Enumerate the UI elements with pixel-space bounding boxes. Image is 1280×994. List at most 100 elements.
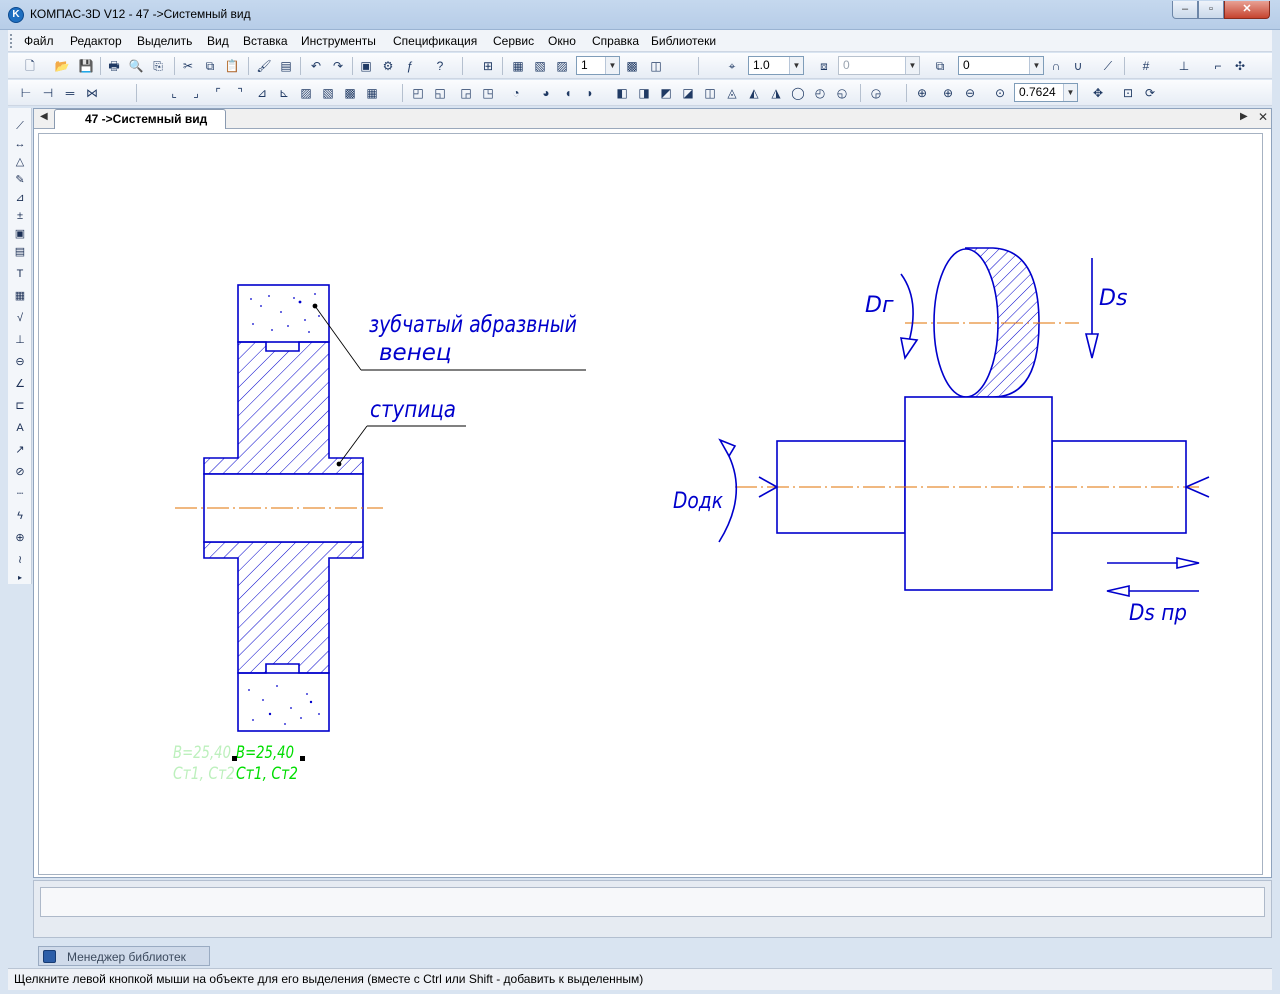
fragment-icon[interactable]: ◰ bbox=[412, 86, 424, 100]
scale-icon[interactable]: ◔ bbox=[512, 86, 520, 100]
view-icon[interactable]: ▦ bbox=[512, 59, 524, 73]
explode-icon[interactable]: ◮ bbox=[771, 86, 781, 100]
manager-icon[interactable]: ▣ bbox=[360, 59, 372, 73]
tolerance-icon[interactable]: ∠ bbox=[15, 378, 25, 390]
variables-icon[interactable]: ⚙ bbox=[382, 59, 394, 73]
label-crown-line2[interactable]: венец bbox=[379, 340, 452, 366]
selected-text-b[interactable]: B=25,40 bbox=[236, 743, 294, 763]
deform-icon[interactable]: ◗ bbox=[586, 86, 594, 100]
menu-select[interactable]: Выделить bbox=[137, 34, 193, 48]
parametrization-icon[interactable]: ⊿ bbox=[15, 192, 25, 204]
maximize-button[interactable]: ▫ bbox=[1198, 1, 1224, 19]
move-icon[interactable]: ◲ bbox=[460, 86, 472, 100]
workpiece[interactable] bbox=[776, 396, 1187, 591]
refresh-icon[interactable]: ⟳ bbox=[1144, 86, 1156, 100]
library-manager-tab[interactable]: Менеджер библиотек bbox=[38, 946, 210, 966]
arrow-view-icon[interactable]: A bbox=[16, 422, 24, 434]
grid-snap-icon[interactable]: ⌖ bbox=[728, 59, 736, 73]
state-icon[interactable]: ⧈ bbox=[820, 59, 828, 73]
axis-line-icon[interactable]: ┄ bbox=[16, 488, 24, 500]
save-icon[interactable]: 💾 bbox=[78, 59, 94, 73]
menu-tools[interactable]: Инструменты bbox=[301, 34, 376, 48]
tab-scroll-right-icon[interactable]: ▶ bbox=[1240, 111, 1248, 122]
ortho-icon[interactable]: ⟋ bbox=[1103, 59, 1113, 73]
dimension-chain-icon[interactable]: ⊣ bbox=[42, 86, 54, 100]
select-icon[interactable]: ◶ bbox=[870, 86, 882, 100]
chamfer-icon[interactable]: ◪ bbox=[682, 86, 694, 100]
base-icon[interactable]: ⊥ bbox=[15, 334, 25, 346]
feed-ds-arrow[interactable] bbox=[1084, 258, 1100, 359]
undo-icon[interactable]: ↶ bbox=[310, 59, 322, 73]
ortho-mode-icon[interactable]: ⌐ bbox=[1214, 59, 1222, 73]
hatch-boundary-icon[interactable]: ▩ bbox=[344, 86, 356, 100]
offset-icon[interactable]: ◭ bbox=[749, 86, 759, 100]
trim-icon[interactable]: ◧ bbox=[616, 86, 628, 100]
dimensions-icon[interactable]: ↔ bbox=[14, 138, 26, 150]
help-pointer-icon[interactable]: ? bbox=[436, 59, 444, 73]
hub-lower[interactable] bbox=[203, 541, 364, 674]
minimize-button[interactable]: ‒ bbox=[1172, 1, 1198, 19]
view-state-icon[interactable]: ◫ bbox=[650, 59, 662, 73]
leader-crown[interactable] bbox=[314, 305, 586, 371]
dimension-angle-icon[interactable]: ⋈ bbox=[86, 86, 98, 100]
point-icon[interactable]: ⌞ bbox=[171, 86, 177, 100]
view-new-icon[interactable]: ▧ bbox=[534, 59, 546, 73]
wave-line-icon[interactable]: ≀ bbox=[17, 554, 23, 566]
extend-icon[interactable]: ◨ bbox=[638, 86, 650, 100]
menu-specification[interactable]: Спецификация bbox=[393, 34, 478, 48]
properties-icon[interactable]: ▤ bbox=[280, 59, 292, 73]
zoom-out-icon[interactable]: ⊖ bbox=[964, 86, 976, 100]
expand-panel-icon[interactable]: ▸ bbox=[17, 573, 22, 582]
point-curve-icon[interactable]: ⌟ bbox=[193, 86, 199, 100]
zoom-in-icon[interactable]: ⊕ bbox=[942, 86, 954, 100]
tab-scroll-left-icon[interactable]: ◀ bbox=[40, 111, 48, 122]
hatch-fill-icon[interactable]: ▧ bbox=[322, 86, 334, 100]
text-icon[interactable]: T bbox=[16, 268, 24, 280]
feed-ds-pr-arrows[interactable] bbox=[1106, 556, 1200, 598]
scale-combo[interactable]: 1.0▼ bbox=[748, 56, 804, 75]
print-preview-icon[interactable]: 🔍 bbox=[128, 59, 144, 73]
selection-handle-left[interactable] bbox=[232, 756, 237, 761]
format-painter-icon[interactable]: 🖌 bbox=[256, 59, 272, 73]
measure-area-icon[interactable]: ◵ bbox=[836, 86, 848, 100]
view-select-icon[interactable]: ▨ bbox=[556, 59, 568, 73]
break-icon[interactable]: ◫ bbox=[704, 86, 716, 100]
point-tangent-icon[interactable]: ⌝ bbox=[237, 86, 243, 100]
copy-along-icon[interactable]: ◖ bbox=[564, 86, 572, 100]
copy-icon[interactable]: ⧉ bbox=[205, 59, 215, 73]
dimension-base-icon[interactable]: ═ bbox=[65, 86, 75, 100]
measure-panel-icon[interactable]: ± bbox=[16, 210, 24, 222]
redo-icon[interactable]: ↷ bbox=[332, 59, 344, 73]
abrasive-crown-top[interactable] bbox=[237, 284, 330, 343]
label-crown-line1[interactable]: зубчатый абразвный bbox=[369, 312, 577, 338]
hatch-icon[interactable]: ▨ bbox=[300, 86, 312, 100]
grid-icon[interactable]: # bbox=[1142, 59, 1150, 73]
tab-system-view[interactable]: 47 ->Системный вид bbox=[54, 109, 226, 129]
abrasive-crown-bottom[interactable] bbox=[237, 672, 330, 732]
menu-view[interactable]: Вид bbox=[207, 34, 229, 48]
drawing-canvas[interactable]: зубчатый абразвный венец ступица B=25,40… bbox=[38, 133, 1263, 875]
center-mark-icon[interactable]: ⊕ bbox=[15, 532, 25, 544]
layer-icon[interactable]: ⧉ bbox=[935, 59, 945, 73]
paste-icon[interactable]: 📋 bbox=[224, 59, 240, 73]
menu-file[interactable]: Файл bbox=[24, 34, 54, 48]
selected-text-st[interactable]: Ст1, Ст2 bbox=[236, 764, 298, 784]
show-all-icon[interactable]: ⊡ bbox=[1122, 86, 1134, 100]
label-hub[interactable]: ступица bbox=[370, 397, 456, 423]
view-rotate-icon[interactable]: ▩ bbox=[626, 59, 638, 73]
close-button[interactable]: ✕ bbox=[1224, 1, 1270, 19]
measure-icon[interactable]: ◴ bbox=[814, 86, 826, 100]
snap-toggle-icon[interactable]: ✣ bbox=[1234, 59, 1246, 73]
tab-close-icon[interactable]: ✕ bbox=[1258, 110, 1269, 124]
menu-window[interactable]: Окно bbox=[548, 34, 576, 48]
rotation-dodk-arrow[interactable] bbox=[718, 438, 738, 543]
editing-icon[interactable]: ✎ bbox=[15, 174, 25, 186]
menu-grip[interactable] bbox=[10, 34, 13, 48]
label-ds[interactable]: Ds bbox=[1099, 286, 1127, 311]
leader-hub[interactable] bbox=[338, 425, 466, 465]
rotate-icon[interactable]: ◳ bbox=[482, 86, 494, 100]
marker-icon[interactable]: ⊘ bbox=[15, 466, 25, 478]
table-tool-icon[interactable]: ▦ bbox=[14, 290, 26, 302]
zoom-scale-icon[interactable]: ⊙ bbox=[994, 86, 1006, 100]
magnet-options-icon[interactable]: ∪ bbox=[1073, 59, 1083, 73]
